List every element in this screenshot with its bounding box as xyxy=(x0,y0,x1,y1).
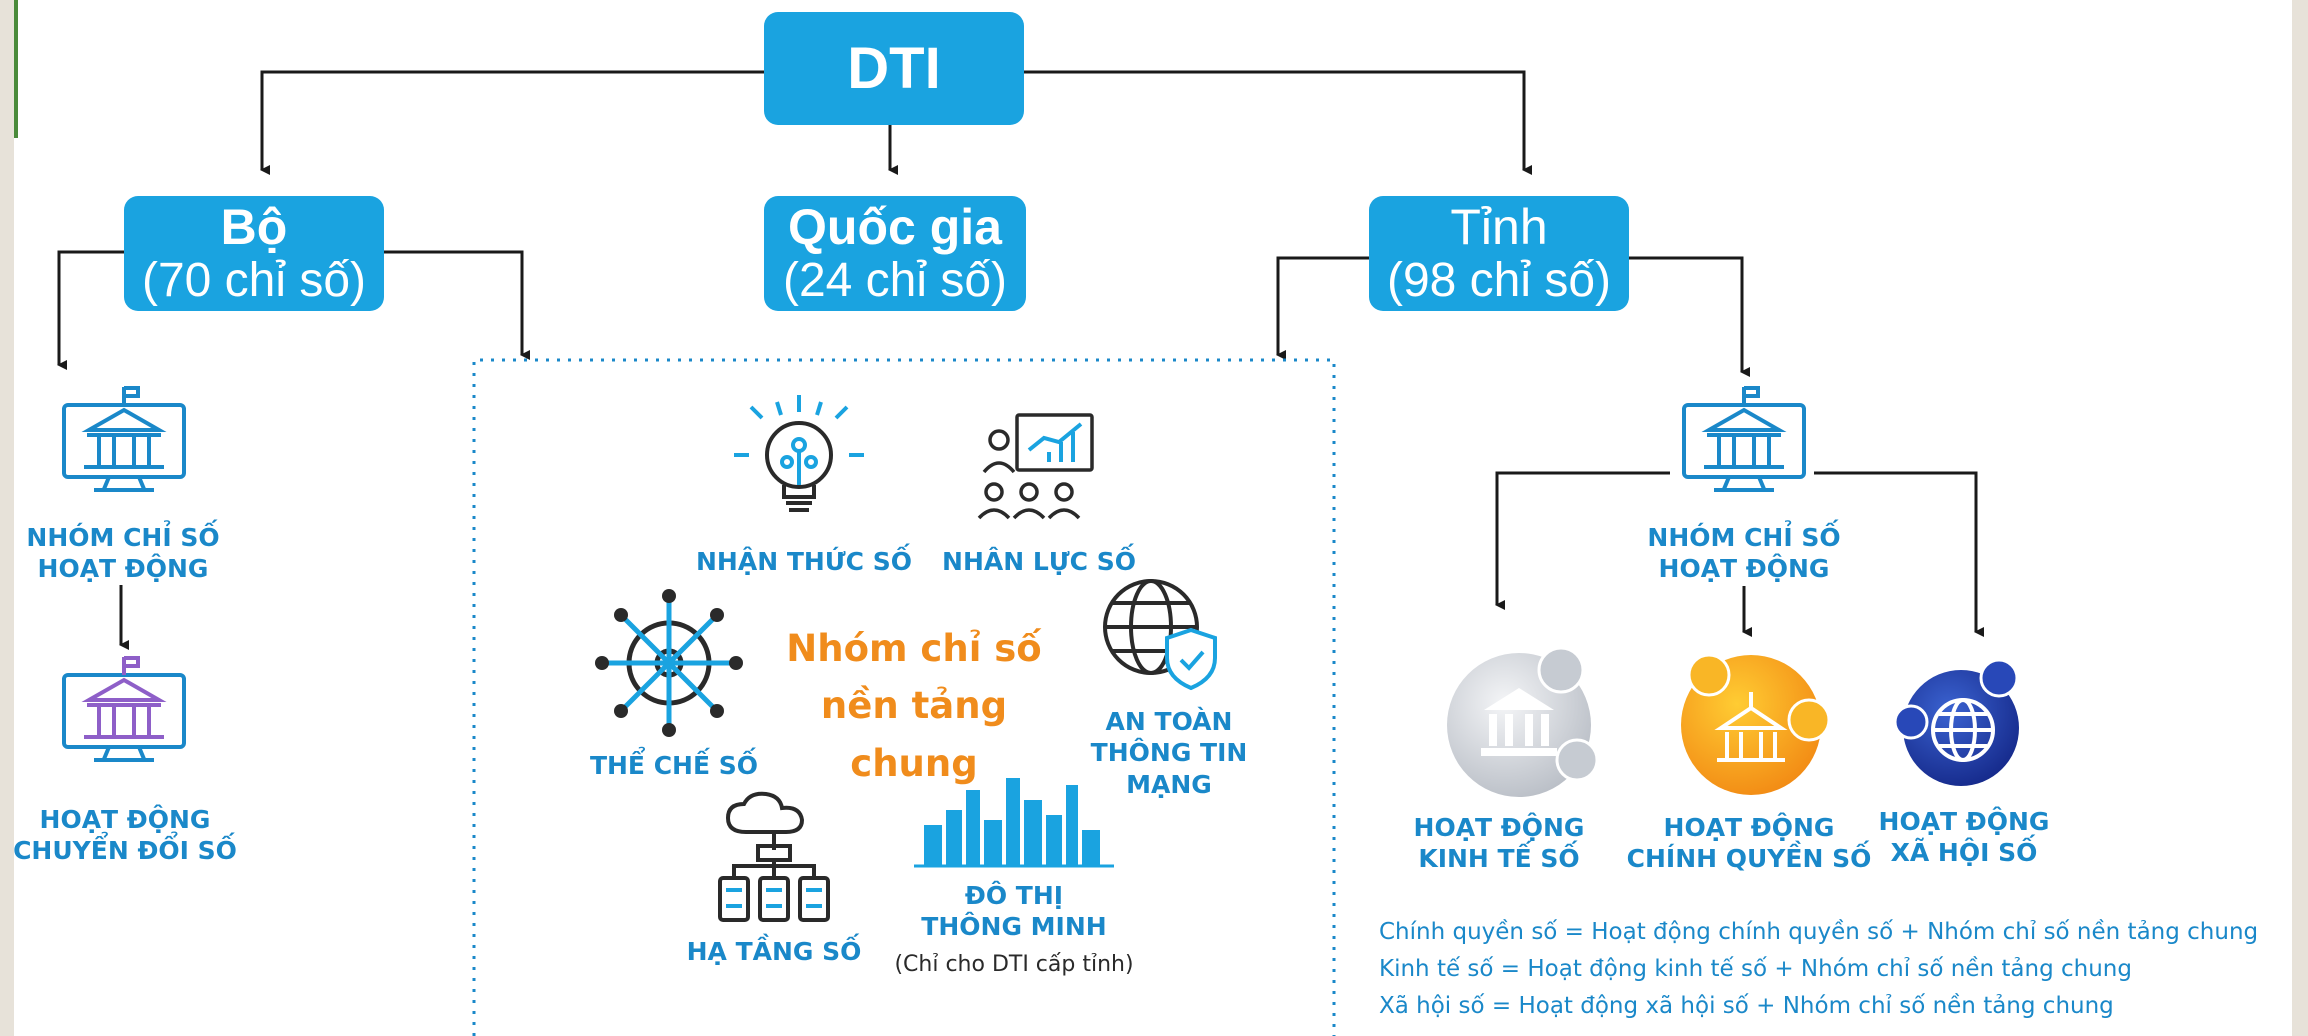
government-building-monitor-icon xyxy=(62,386,186,492)
bank-circle-icon xyxy=(1447,646,1599,797)
an-toan-label: AN TOÀN THÔNG TIN MẠNG xyxy=(1090,707,1248,799)
connector-lines xyxy=(57,70,1984,1036)
nhan-thuc-label: NHẬN THỨC SỐ xyxy=(696,547,912,576)
ha-tang-label: HẠ TẦNG SỐ xyxy=(686,937,862,966)
xa-hoi-label: HOẠT ĐỘNG XÃ HỘI SỐ xyxy=(1878,807,2050,868)
do-thi-note: (Chỉ cho DTI cấp tỉnh) xyxy=(894,952,1134,977)
do-thi-label: ĐÔ THỊ THÔNG MINH xyxy=(921,881,1107,942)
lightbulb-icon xyxy=(734,395,864,512)
formula-list: Chính quyền số = Hoạt động chính quyền s… xyxy=(1379,914,2279,1024)
bo-box: Bộ (70 chỉ số) xyxy=(124,196,384,311)
left-activity-label: HOẠT ĐỘNG CHUYỂN ĐỔI SỐ xyxy=(14,805,237,866)
tinh-title: Tỉnh xyxy=(1450,198,1548,255)
ship-wheel-icon xyxy=(595,589,743,737)
right-group-label: NHÓM CHỈ SỐ HOẠT ĐỘNG xyxy=(1647,523,1841,584)
left-group-label: NHÓM CHỈ SỐ HOẠT ĐỘNG xyxy=(26,523,220,584)
dti-root-box: DTI xyxy=(764,12,1024,125)
government-circle-icon xyxy=(1681,653,1831,795)
formula-xa-hoi: Xã hội số = Hoạt động xã hội số + Nhóm c… xyxy=(1379,992,2114,1019)
quoc-gia-title: Quốc gia xyxy=(788,198,1002,255)
nhan-luc-label: NHÂN LỰC SỐ xyxy=(942,547,1136,576)
diagram-canvas: DTI Bộ (70 chỉ số) Quốc gia (24 chỉ số) … xyxy=(14,0,2292,1036)
government-building-monitor-purple-icon xyxy=(62,656,186,762)
bo-title: Bộ xyxy=(220,198,288,255)
city-skyline-icon xyxy=(914,778,1114,868)
training-presentation-icon xyxy=(977,413,1094,520)
dti-title: DTI xyxy=(847,35,941,101)
government-building-monitor-icon xyxy=(1682,386,1806,492)
quoc-gia-box: Quốc gia (24 chỉ số) xyxy=(764,196,1026,311)
cloud-server-network-icon xyxy=(718,791,830,922)
bo-count: (70 chỉ số) xyxy=(141,253,367,307)
formula-chinh-quyen: Chính quyền số = Hoạt động chính quyền s… xyxy=(1379,919,2259,945)
formula-kinh-te: Kinh tế số = Hoạt động kinh tế số + Nhóm… xyxy=(1379,955,2132,982)
left-edge-strip xyxy=(14,0,18,138)
quoc-gia-count: (24 chỉ số) xyxy=(782,253,1008,307)
tinh-box: Tỉnh (98 chỉ số) xyxy=(1369,196,1629,311)
the-che-label: THỂ CHẾ SỐ xyxy=(589,751,759,780)
globe-network-circle-icon xyxy=(1893,658,2019,786)
globe-shield-icon xyxy=(1103,579,1217,691)
common-group-label: Nhóm chỉ số nền tảng chung xyxy=(786,627,1042,785)
tinh-count: (98 chỉ số) xyxy=(1386,253,1612,307)
chinh-quyen-label: HOẠT ĐỘNG CHÍNH QUYỀN SỐ xyxy=(1626,813,1872,874)
kinh-te-label: HOẠT ĐỘNG KINH TẾ SỐ xyxy=(1413,813,1585,874)
